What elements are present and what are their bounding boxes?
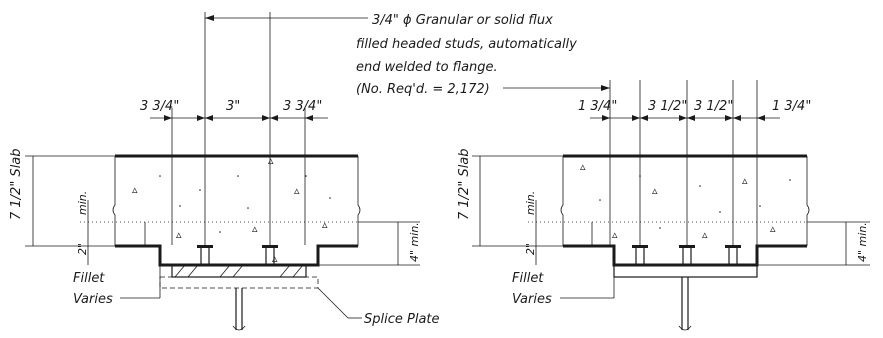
left-fillet-label: Fillet bbox=[73, 271, 105, 286]
left-2in-label: 2" bbox=[76, 243, 89, 255]
svg-text:▵: ▵ bbox=[252, 222, 258, 235]
svg-text:▵: ▵ bbox=[702, 228, 708, 241]
right-break-right bbox=[806, 156, 810, 246]
left-flange bbox=[171, 264, 307, 278]
svg-text:▵: ▵ bbox=[268, 154, 274, 167]
right-dim-arrow-g bbox=[733, 115, 741, 121]
left-slab-bottom bbox=[115, 244, 358, 267]
callout-line-3: end welded to flange. bbox=[356, 60, 498, 75]
svg-text:▵: ▵ bbox=[742, 174, 748, 187]
left-hatch bbox=[174, 264, 304, 278]
right-dim-label-1: 1 3/4" bbox=[578, 99, 617, 114]
right-dim-arrow-d bbox=[679, 115, 687, 121]
right-varies-label: Varies bbox=[512, 292, 552, 307]
left-dim-label-1: 3 3/4" bbox=[140, 99, 179, 114]
right-stud-1 bbox=[632, 245, 648, 265]
right-slab-label: 7 1/2" Slab bbox=[457, 148, 472, 220]
left-dim-arrow-c bbox=[205, 115, 213, 121]
left-web-break bbox=[232, 325, 246, 331]
left-break-right bbox=[357, 156, 361, 246]
left-splice-plate bbox=[159, 276, 319, 289]
right-aggregate: ▵ ▵ ▵ ▵ ▵ ▵ bbox=[580, 160, 791, 241]
left-dim-arrow-b bbox=[197, 115, 205, 121]
callout-line-2: filled headed studs, automatically bbox=[356, 37, 577, 52]
left-aggregate: ▵ ▵ ▵ ▵ ▵ ▵ ▵ bbox=[132, 154, 331, 265]
svg-text:▵: ▵ bbox=[612, 228, 618, 241]
right-dim-arrow-c bbox=[640, 115, 648, 121]
right-detail: 1 3/4" 3 1/2" 3 1/2" 1 3/4" bbox=[457, 80, 870, 331]
right-break-left bbox=[560, 156, 564, 246]
svg-text:▵: ▵ bbox=[770, 222, 776, 235]
right-dim-label-4: 1 3/4" bbox=[772, 99, 811, 114]
left-dim-label-3: 3 3/4" bbox=[283, 99, 322, 114]
left-min-label: min. bbox=[76, 191, 89, 215]
left-dim-label-2: 3" bbox=[226, 99, 240, 114]
right-slab-bottom bbox=[563, 244, 807, 267]
left-dim-arrow-f bbox=[305, 115, 313, 121]
svg-text:▵: ▵ bbox=[580, 160, 586, 173]
svg-text:▵: ▵ bbox=[132, 183, 138, 196]
right-min-label: min. bbox=[524, 191, 537, 215]
right-2in-label: 2" bbox=[524, 243, 537, 255]
left-varies-label: Varies bbox=[73, 292, 113, 307]
right-dim-arrow-a bbox=[602, 115, 610, 121]
right-4in-label: 4" min. bbox=[856, 222, 869, 262]
right-web-break bbox=[678, 325, 692, 331]
left-stud-2 bbox=[262, 245, 278, 265]
left-stud-1 bbox=[197, 245, 213, 265]
left-dim-arrow-a bbox=[164, 115, 172, 121]
right-dim-arrow-h bbox=[757, 115, 765, 121]
splice-label: Splice Plate bbox=[364, 312, 440, 327]
svg-text:▵: ▵ bbox=[176, 228, 182, 241]
right-fillet-label: Fillet bbox=[512, 271, 544, 286]
splice-leader bbox=[317, 287, 349, 319]
right-stud-2 bbox=[679, 245, 695, 265]
callout-line-1: 3/4" ϕ Granular or solid flux bbox=[372, 13, 553, 28]
callout-arrow-left bbox=[205, 15, 214, 21]
left-break-left bbox=[112, 156, 116, 246]
callout-arrow-right bbox=[601, 85, 610, 91]
left-dim-arrow-e bbox=[270, 115, 278, 121]
callout-note: 3/4" ϕ Granular or solid flux filled hea… bbox=[356, 13, 577, 97]
right-dim-label-2: 3 1/2" bbox=[648, 99, 687, 114]
left-slab-label: 7 1/2" Slab bbox=[9, 148, 24, 220]
left-4in-label: 4" min. bbox=[408, 222, 421, 262]
svg-text:▵: ▵ bbox=[322, 218, 328, 231]
callout-line-4: (No. Req'd. = 2,172) bbox=[356, 82, 490, 97]
right-dim-arrow-f bbox=[725, 115, 733, 121]
svg-text:▵: ▵ bbox=[272, 252, 278, 265]
right-dim-arrow-b bbox=[632, 115, 640, 121]
left-dim-arrow-d bbox=[262, 115, 270, 121]
left-detail: 3 3/4" 3" 3 3/4" bbox=[9, 12, 440, 331]
right-dim-arrow-e bbox=[687, 115, 695, 121]
right-stud-3 bbox=[725, 245, 741, 265]
right-dim-label-3: 3 1/2" bbox=[694, 99, 733, 114]
svg-text:▵: ▵ bbox=[652, 184, 658, 197]
right-flange bbox=[613, 264, 758, 278]
svg-text:▵: ▵ bbox=[294, 184, 300, 197]
